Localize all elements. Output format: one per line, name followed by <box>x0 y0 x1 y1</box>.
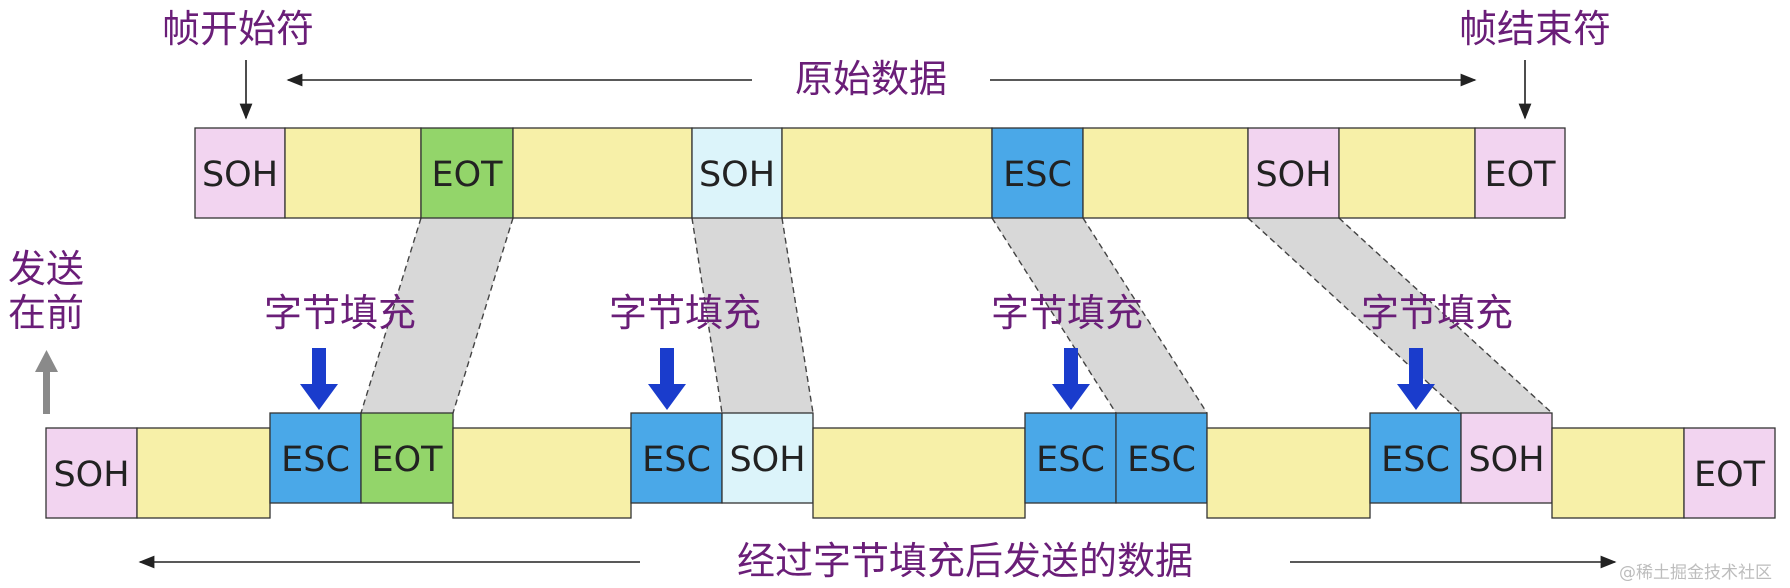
byte-stuffing-label: 字节填充 <box>609 291 761 335</box>
top-cell-soh: SOH <box>691 127 783 219</box>
stuffing-annotations: 字节填充 字节填充 字节填充 字节填充 <box>264 291 1513 410</box>
connector-edge <box>360 217 422 414</box>
bottom-cell-esc: ESC <box>1024 412 1117 504</box>
connector-edge <box>1082 217 1208 414</box>
bottom-cell-label: ESC <box>1036 440 1105 480</box>
stuffing-down-arrow-icon <box>300 348 338 410</box>
bottom-cell-data <box>1206 427 1371 519</box>
send-first-label-line2: 在前 <box>8 291 84 335</box>
frame-start-label: 帧开始符 <box>162 7 314 51</box>
connector-edge <box>691 217 723 414</box>
byte-stuffing-label: 字节填充 <box>1361 291 1513 335</box>
send-first-label-line1: 发送 <box>8 247 84 291</box>
bottom-cell-data <box>812 427 1026 519</box>
connector-edge <box>781 217 814 414</box>
stuffing-connectors <box>360 217 1553 414</box>
stuffing-down-arrow-icon <box>1052 348 1090 410</box>
top-cell-soh: SOH <box>1247 127 1340 219</box>
bottom-cell-eot: EOT <box>1683 427 1776 519</box>
top-cell-esc: ESC <box>991 127 1084 219</box>
bottom-cell-label: ESC <box>642 440 711 480</box>
connector-edge <box>991 217 1117 414</box>
send-first-arrow <box>35 350 58 414</box>
top-cell-label: EOT <box>1484 155 1556 195</box>
top-cell-soh: SOH <box>194 127 286 219</box>
top-cell-data <box>512 127 693 219</box>
bottom-cell-label: ESC <box>1127 440 1196 480</box>
bottom-cell-soh: SOH <box>45 427 138 519</box>
original-frame-row: SOH EOT SOH ESC SOH EOT <box>194 127 1566 219</box>
top-cell-label: ESC <box>1003 155 1072 195</box>
stuffing-connector <box>361 218 513 413</box>
bottom-cell-data <box>1551 427 1685 519</box>
original-data-label: 原始数据 <box>795 57 947 101</box>
bottom-cell-label: ESC <box>1381 440 1450 480</box>
bottom-cell-label: ESC <box>281 440 350 480</box>
watermark-text: @稀土掘金技术社区 <box>1619 563 1772 583</box>
bottom-cell-data <box>136 427 271 519</box>
top-cell-data <box>781 127 993 219</box>
bottom-cell-label: EOT <box>1694 455 1766 495</box>
bottom-cell-label: SOH <box>53 455 129 495</box>
stuffed-data-label: 经过字节填充后发送的数据 <box>737 539 1193 583</box>
bottom-cell-eot: EOT <box>360 412 454 504</box>
top-cell-label: SOH <box>1255 155 1331 195</box>
top-cell-label: EOT <box>431 155 503 195</box>
stuffing-connector <box>992 218 1207 413</box>
bottom-cell-soh: SOH <box>721 412 814 504</box>
connector-edge <box>1338 217 1553 414</box>
top-cell-eot: EOT <box>420 127 514 219</box>
bottom-cell-soh: SOH <box>1460 412 1553 504</box>
bottom-cell-label: SOH <box>1468 440 1544 480</box>
bottom-cell-label: SOH <box>729 440 805 480</box>
connector-edge <box>1247 217 1462 414</box>
stuffed-frame-row: SOH ESC EOT ESC SOH ESC ESC ESC SOH EOT <box>45 412 1776 519</box>
bottom-cell-esc: ESC <box>269 412 362 504</box>
stuffing-down-arrow-icon <box>648 348 686 410</box>
bottom-cell-label: EOT <box>371 440 443 480</box>
stuffing-connector <box>1248 218 1552 413</box>
top-cell-data <box>1338 127 1476 219</box>
stuffing-connector <box>692 218 813 413</box>
bottom-cell-esc: ESC <box>630 412 723 504</box>
byte-stuffing-label: 字节填充 <box>264 291 416 335</box>
top-cell-data <box>284 127 422 219</box>
top-cell-label: SOH <box>699 155 775 195</box>
bottom-cell-esc: ESC <box>1115 412 1208 504</box>
frame-end-label: 帧结束符 <box>1459 7 1611 51</box>
top-cell-label: SOH <box>202 155 278 195</box>
top-cell-data <box>1082 127 1249 219</box>
connector-edge <box>452 217 514 414</box>
top-cell-eot: EOT <box>1474 127 1566 219</box>
bottom-cell-esc: ESC <box>1369 412 1462 504</box>
byte-stuffing-label: 字节填充 <box>991 291 1143 335</box>
bottom-cell-data <box>452 427 632 519</box>
stuffing-down-arrow-icon <box>1397 348 1435 410</box>
